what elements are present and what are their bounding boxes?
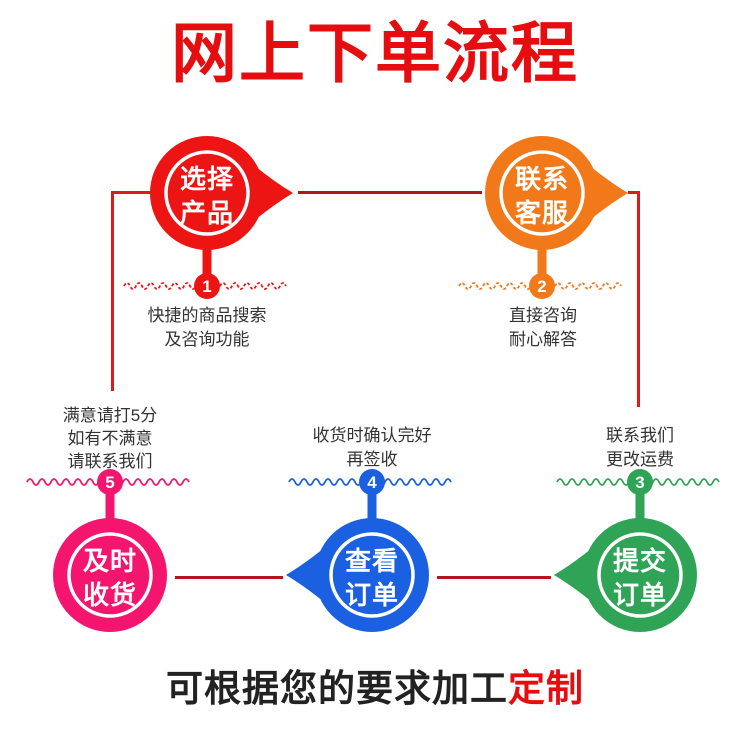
step-3-badge (627, 469, 653, 495)
page-title: 网上下单流程 (171, 16, 579, 90)
step-3-description: 联系我们 更改运费 (606, 426, 674, 469)
step-3-ring (597, 532, 683, 618)
step-5-badge (97, 469, 123, 495)
step-4-badge (359, 469, 385, 495)
step-1-badge-number: 1 (202, 277, 211, 296)
step-4-description: 收货时确认完好 再签收 (312, 426, 432, 469)
step-3-node: 提交 订单 3 (554, 469, 720, 632)
wavy-divider-2 (458, 282, 622, 290)
step-4-badge-number: 4 (367, 473, 377, 492)
step-2-node: 联系 客服 2 (458, 136, 628, 299)
step-3-badge-number: 3 (635, 473, 644, 492)
step-4-ring (329, 532, 415, 618)
step-5-node: 及时 收货 5 (26, 469, 190, 632)
footer-caption: 可根据您的要求加工定制 (0, 658, 750, 712)
connector-step3-step4 (437, 576, 551, 579)
step-2-label-line1: 联系 (515, 164, 569, 194)
step-1-label-line1: 选择 (180, 164, 234, 194)
step-3-label-line2: 订单 (613, 580, 667, 610)
connector-step2-right-vertical (637, 191, 640, 407)
footer-caption-red: 定制 (508, 668, 584, 709)
step-5-badge-number: 5 (105, 473, 114, 492)
step-4-node: 查看 订单 4 (286, 469, 452, 632)
connector-step2-right-horizontal (628, 191, 640, 194)
step-4-label-line2: 订单 (345, 580, 399, 610)
step-2-badge-number: 2 (537, 277, 546, 296)
step-1-description: 快捷的商品搜索 及咨询功能 (147, 306, 267, 349)
step-1-label-line2: 产品 (180, 198, 234, 228)
step-2-badge (529, 273, 555, 299)
footer-caption-black: 可根据您的要求加工 (166, 668, 508, 709)
step-4-label-line1: 查看 (345, 546, 399, 576)
step-2-ring (499, 150, 585, 236)
connector-step1-left-vertical (111, 191, 114, 391)
step-1-ring (164, 150, 250, 236)
step-5-label-line2: 收货 (83, 580, 137, 610)
step-1-node: 选择 产品 1 (123, 136, 293, 299)
step-2-description: 直接咨询 耐心解答 (509, 306, 577, 349)
step-2-label-line2: 客服 (515, 198, 569, 228)
step-1-badge (194, 273, 220, 299)
connector-step4-step5 (175, 576, 283, 579)
step-5-description: 满意请打5分 如有不满意 请联系我们 (62, 406, 158, 471)
wavy-divider-1 (123, 282, 287, 290)
step-3-label-line1: 提交 (613, 546, 667, 576)
connector-step1-step2 (298, 191, 482, 194)
step-5-ring (67, 532, 153, 618)
connector-step1-left-horizontal (111, 191, 155, 194)
step-5-label-line1: 及时 (83, 546, 137, 576)
